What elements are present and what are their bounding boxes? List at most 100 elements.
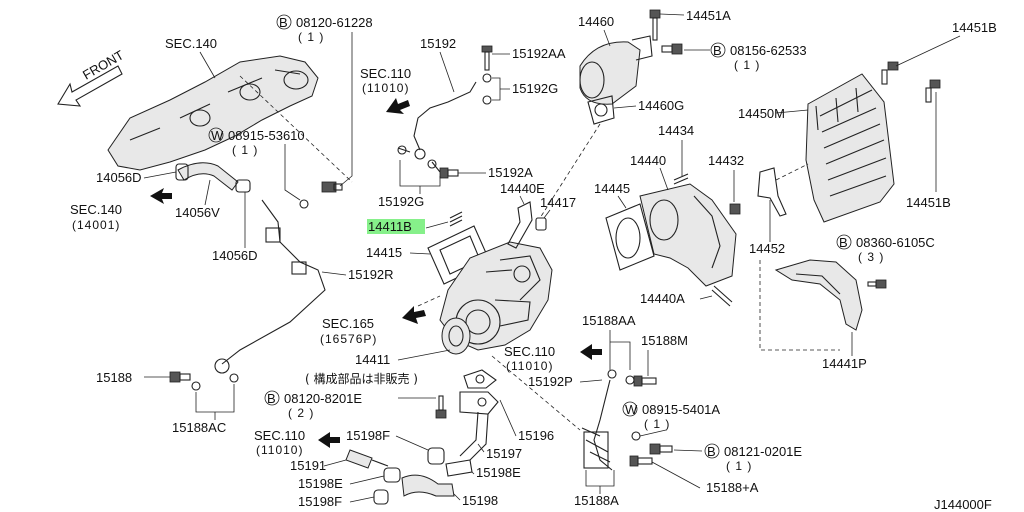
clamp-15198f-a-part xyxy=(427,447,445,465)
part-14415-label: 14415 xyxy=(366,245,402,260)
gasket-14445-part xyxy=(605,203,655,271)
circle-b-1: B xyxy=(279,15,288,30)
exhaust-manifold-part xyxy=(107,55,319,171)
part-15192a-label: 15192A xyxy=(488,165,533,180)
bolt-14451b-top-part xyxy=(881,61,899,85)
part-15188aa-label: 15188AA xyxy=(582,313,636,328)
oil-feed-tube-15192-part xyxy=(397,81,477,173)
bolt-08120-61228-qty: ( 1 ) xyxy=(298,30,324,44)
clamp-15198e-part xyxy=(445,459,473,477)
part-14056d-b-label: 14056D xyxy=(212,248,258,263)
sec165-label: SEC.165 xyxy=(322,316,374,331)
circle-b-4: B xyxy=(707,444,716,459)
part-14440a-label: 14440A xyxy=(640,291,685,306)
oil-tube-15192r-part xyxy=(214,199,326,374)
front-direction-arrow: FRONT xyxy=(57,47,126,107)
part-14441p-label: 14441P xyxy=(822,356,867,371)
hose-15198-part xyxy=(401,474,455,497)
bracket-14452-part xyxy=(757,167,787,217)
bolt-15192a-part xyxy=(439,167,459,179)
sec140-arrow xyxy=(150,188,172,204)
bracket-14440e-part xyxy=(507,201,533,249)
bolt-15192aa-part xyxy=(481,45,493,71)
part-15191-label: 15191 xyxy=(290,458,326,473)
bolt-08121-0201e-label: 08121-0201E xyxy=(724,444,802,459)
part-14411-label: 14411 xyxy=(355,352,390,367)
bolt-08156-62533-part xyxy=(661,43,683,55)
part-15192g-mid-label: 15192G xyxy=(378,194,424,209)
part-15198f-b-label: 15198F xyxy=(298,494,342,509)
bolt-08360-6105c-label: 08360-6105C xyxy=(856,235,935,250)
part-14056v-label: 14056V xyxy=(175,205,220,220)
washer-15188ac-b xyxy=(229,373,239,383)
part-14056d-a-label: 14056D xyxy=(96,170,142,185)
bolt-14451b-right-part xyxy=(925,79,941,103)
part-15198e-a-label: 15198E xyxy=(476,465,521,480)
part-14411b-label: 14411B xyxy=(368,219,412,234)
part-14432-label: 14432 xyxy=(708,153,744,168)
part-14460g-label: 14460G xyxy=(638,98,684,113)
note-not-sold-label: ( 構成部品は非販売 ) xyxy=(305,371,418,386)
part-14451b-right-label: 14451B xyxy=(906,195,951,210)
part-15196-label: 15196 xyxy=(518,428,554,443)
washer-15192g-top-a xyxy=(482,73,492,83)
part-14417 xyxy=(535,217,547,231)
bolt-08360-6105c-part xyxy=(867,279,887,289)
sec110-c-sub-label: (11010) xyxy=(256,443,303,457)
water-tube-15197-part xyxy=(459,411,489,461)
clamp-15198f-b-part xyxy=(373,489,389,505)
bolt-15188-part xyxy=(169,371,191,383)
sec110-c-arrow xyxy=(318,432,340,448)
sec110-b-arrow xyxy=(580,344,602,360)
stud-14440a-part xyxy=(711,285,733,307)
bolt-08156-62533-qty: ( 1 ) xyxy=(734,58,760,72)
part-14417-label: 14417 xyxy=(540,195,576,210)
bolt-15188-plus-a-part xyxy=(629,455,653,467)
washer-15188aa-b xyxy=(625,375,635,385)
washer-15188ac-a xyxy=(191,381,201,391)
bolt-08120-8201e-part xyxy=(435,395,447,419)
part-15198f-a-label: 15198F xyxy=(346,428,390,443)
part-15188m-label: 15188M xyxy=(641,333,688,348)
diagram-code-label: J144000F xyxy=(934,497,992,512)
part-15192p-label: 15192P xyxy=(528,374,573,389)
heat-insulator-14450m-part xyxy=(805,73,895,223)
heat-shield-14441p-part xyxy=(774,259,863,331)
outlet-pipe-14460-part xyxy=(579,35,653,105)
part-14434-label: 14434 xyxy=(658,123,694,138)
bolt-08360-6105c-qty: ( 3 ) xyxy=(858,250,884,264)
part-14440-label: 14440 xyxy=(630,153,666,168)
sec110-a-sub-label: (11010) xyxy=(362,81,409,95)
sec110-c-label: SEC.110 xyxy=(254,428,305,443)
gasket-14460g-part xyxy=(587,95,615,125)
circle-b-3: B xyxy=(839,235,848,250)
clamp-15198e-b-part xyxy=(383,467,401,483)
part-14445-label: 14445 xyxy=(594,181,630,196)
sec110-b-label: SEC.110 xyxy=(504,344,555,359)
washer-08915-53610-part xyxy=(299,199,309,209)
part-14411b-highlight xyxy=(367,219,425,234)
elbow-14440-part xyxy=(639,183,737,287)
front-label: FRONT xyxy=(80,47,126,82)
stud-14434-part xyxy=(673,173,689,185)
bolt-08120-8201e-qty: ( 2 ) xyxy=(288,406,314,420)
part-15188-plus-a-label: 15188+A xyxy=(706,480,759,495)
sec110-a-arrow xyxy=(386,98,410,114)
bolt-08121-0201e-qty: ( 1 ) xyxy=(726,459,752,473)
sec165-arrow xyxy=(402,306,426,324)
part-14460-label: 14460 xyxy=(578,14,614,29)
sec140-mid-label: SEC.140 xyxy=(70,202,122,217)
sec110-b-sub-label: (11010) xyxy=(506,359,553,373)
part-14452-label: 14452 xyxy=(749,241,785,256)
part-15188a-label: 15188A xyxy=(574,493,619,508)
part-15192aa-label: 15192AA xyxy=(512,46,566,61)
sec165-sub-label: (16576P) xyxy=(320,332,377,346)
bolt-14451a-part xyxy=(649,9,661,41)
bolt-08156-62533-label: 08156-62533 xyxy=(730,43,807,58)
bolt-15188m-part xyxy=(633,375,657,387)
part-15192-label: 15192 xyxy=(420,36,456,51)
washer-08915-5401a-label: 08915-5401A xyxy=(642,402,720,417)
washer-08915-5401a-part xyxy=(631,431,641,441)
part-15197-label: 15197 xyxy=(486,446,522,461)
